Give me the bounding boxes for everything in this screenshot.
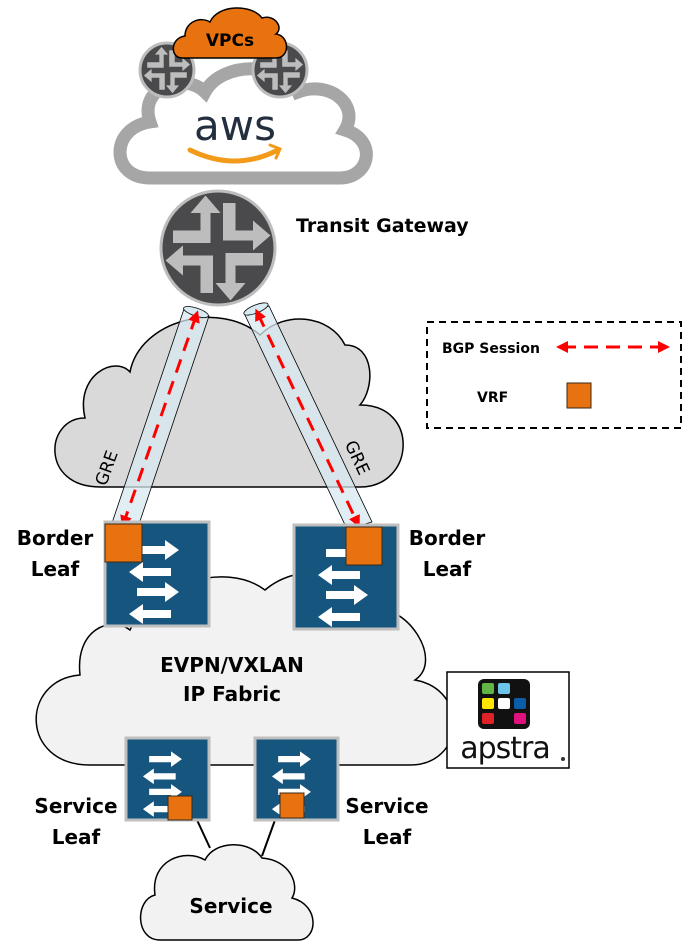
apstra-tile: [498, 698, 510, 709]
vpcs-label: VPCs: [206, 31, 254, 51]
gre-tunnel-left: GRE: [92, 306, 210, 531]
service-leaf-right-label-line1: Service: [345, 794, 428, 818]
service-link-right: [261, 819, 276, 857]
service-cloud-label: Service: [189, 894, 272, 918]
aws-smile-icon: [187, 147, 281, 164]
vrf-icon: [104, 523, 143, 563]
border-leaf-left-label-line1: Border: [17, 526, 94, 550]
aws-logo-text: aws: [194, 101, 276, 150]
apstra-tile: [514, 698, 526, 709]
apstra-logo: apstra: [446, 671, 570, 769]
transit-gateway-label: Transit Gateway: [296, 215, 469, 237]
apstra-tile: [514, 713, 526, 724]
service-leaf-left-label-line1: Service: [34, 794, 117, 818]
bgp-session-right: [255, 308, 360, 528]
apstra-tile: [514, 683, 526, 694]
vrf-icon: [345, 526, 383, 566]
vrf-icon: [167, 795, 193, 821]
apstra-tile: [482, 683, 494, 694]
vrf-icon: [279, 792, 305, 819]
vpcs-cloud: VPCs: [172, 7, 288, 59]
legend-vrf-label: VRF: [477, 390, 508, 406]
border-leaf-right-label-line1: Border: [409, 526, 486, 550]
service-leaf-left-label-line2: Leaf: [52, 825, 101, 849]
apstra-tile: [482, 698, 494, 709]
fabric-label-line2: IP Fabric: [183, 682, 281, 706]
aws-smile-arrow-icon: [268, 143, 283, 160]
service-leaf-right-label-line2: Leaf: [363, 825, 412, 849]
legend-bgp-label: BGP Session: [442, 341, 540, 357]
service-cloud[interactable]: [139, 844, 314, 941]
service-link-left: [196, 819, 211, 849]
bgp-session-left: [120, 310, 200, 528]
border-leaf-right-label-line2: Leaf: [423, 557, 472, 581]
apstra-tile: [498, 713, 510, 724]
legend: BGP Session VRF: [426, 321, 682, 429]
border-leaf-switch-right[interactable]: [292, 523, 400, 631]
transit-gateway-router-icon[interactable]: [159, 189, 277, 307]
legend-vrf-icon: [566, 382, 592, 409]
apstra-tile: [498, 683, 510, 694]
border-leaf-switch-left[interactable]: [103, 520, 211, 628]
apstra-logo-text: apstra: [460, 731, 550, 766]
apstra-tiles-icon: [482, 683, 526, 724]
service-leaf-switch-right[interactable]: [253, 736, 340, 822]
fabric-label-line1: EVPN/VXLAN: [160, 653, 304, 677]
border-leaf-left-label-line2: Leaf: [31, 557, 80, 581]
apstra-tile: [482, 713, 494, 724]
service-leaf-switch-left[interactable]: [124, 736, 211, 822]
